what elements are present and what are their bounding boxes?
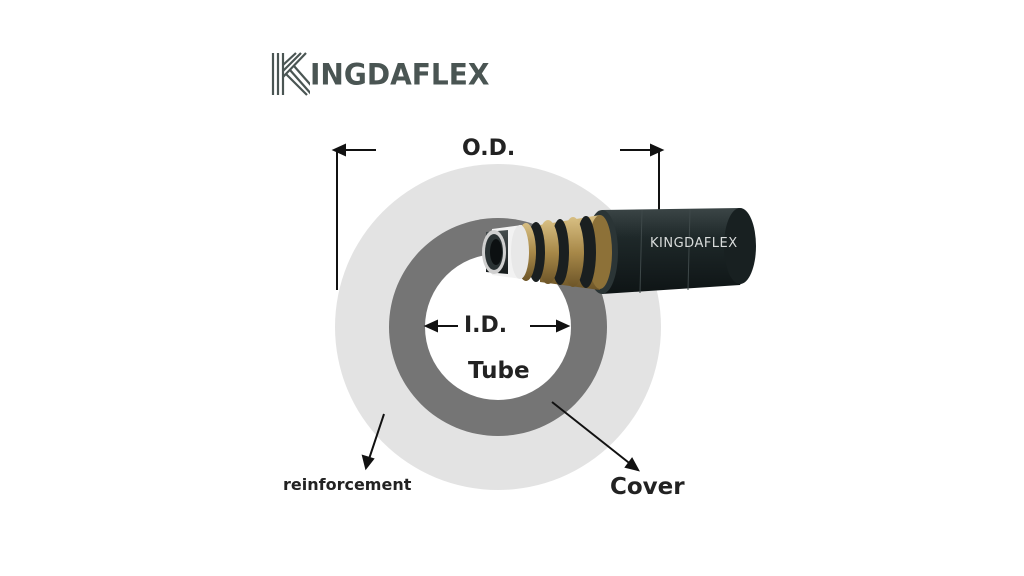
logo-wordmark: INGDAFLEX xyxy=(310,56,490,92)
od-label: O.D. xyxy=(462,136,516,161)
tube-hole xyxy=(425,254,571,400)
logo-k-mark-icon xyxy=(271,52,310,96)
hose-illustration xyxy=(482,208,756,294)
reinforcement-pointer-arrow xyxy=(361,413,385,471)
reinforcement-label: reinforcement xyxy=(283,475,412,494)
hose-logo-text: KINGDAFLEX xyxy=(650,236,738,251)
id-arrows xyxy=(423,319,571,333)
cover-label: Cover xyxy=(610,474,685,500)
od-dimension-lines xyxy=(331,143,665,290)
brand-logo: INGDAFLEX xyxy=(270,50,489,98)
cover-pointer-arrow xyxy=(551,401,640,472)
id-label: I.D. xyxy=(464,313,508,338)
tube-label: Tube xyxy=(468,358,530,384)
